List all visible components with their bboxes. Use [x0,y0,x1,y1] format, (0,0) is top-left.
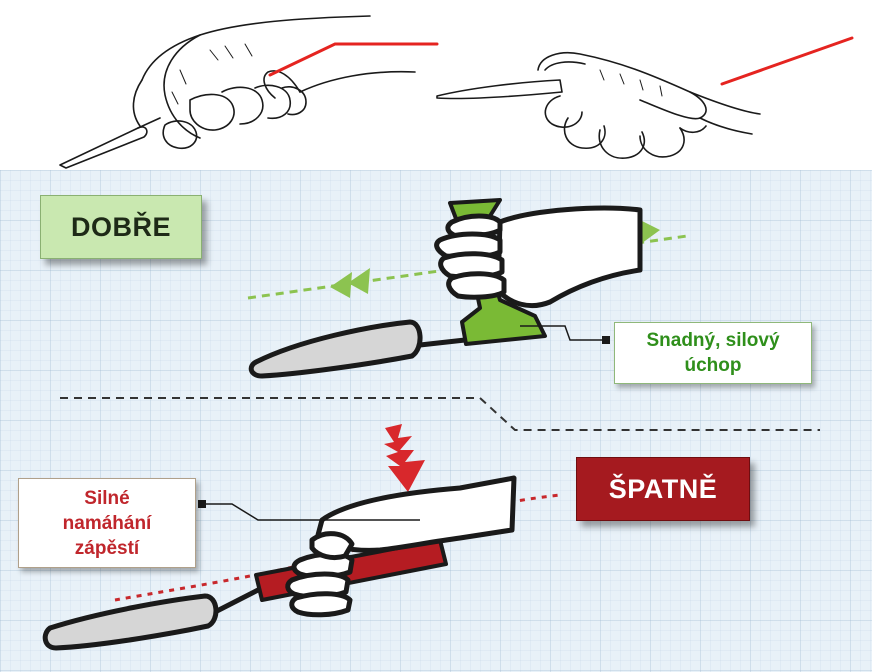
bad-note-box: Silné namáhání zápěstí [18,478,196,568]
good-note-text: Snadný, silový úchop [646,328,779,378]
good-label-text: DOBŘE [71,212,171,243]
good-label-badge: DOBŘE [40,195,202,259]
top-left-sketch-icon [60,16,415,168]
bad-label-badge: ŠPATNĚ [576,457,750,521]
bad-note-text: Silné namáhání zápěstí [63,486,152,561]
good-note-box: Snadný, silový úchop [614,322,812,384]
bad-label-text: ŠPATNĚ [609,474,718,505]
top-right-sketch-icon [437,53,760,158]
bad-hand-icon [288,478,514,615]
good-trowel-blade [251,322,465,376]
bad-trowel-blade [45,588,262,648]
impact-lightning-arrow-icon [384,424,425,492]
top-right-red-line [722,38,852,84]
good-hand-icon [437,208,640,306]
section-divider [60,398,820,430]
top-left-red-line [270,44,437,75]
